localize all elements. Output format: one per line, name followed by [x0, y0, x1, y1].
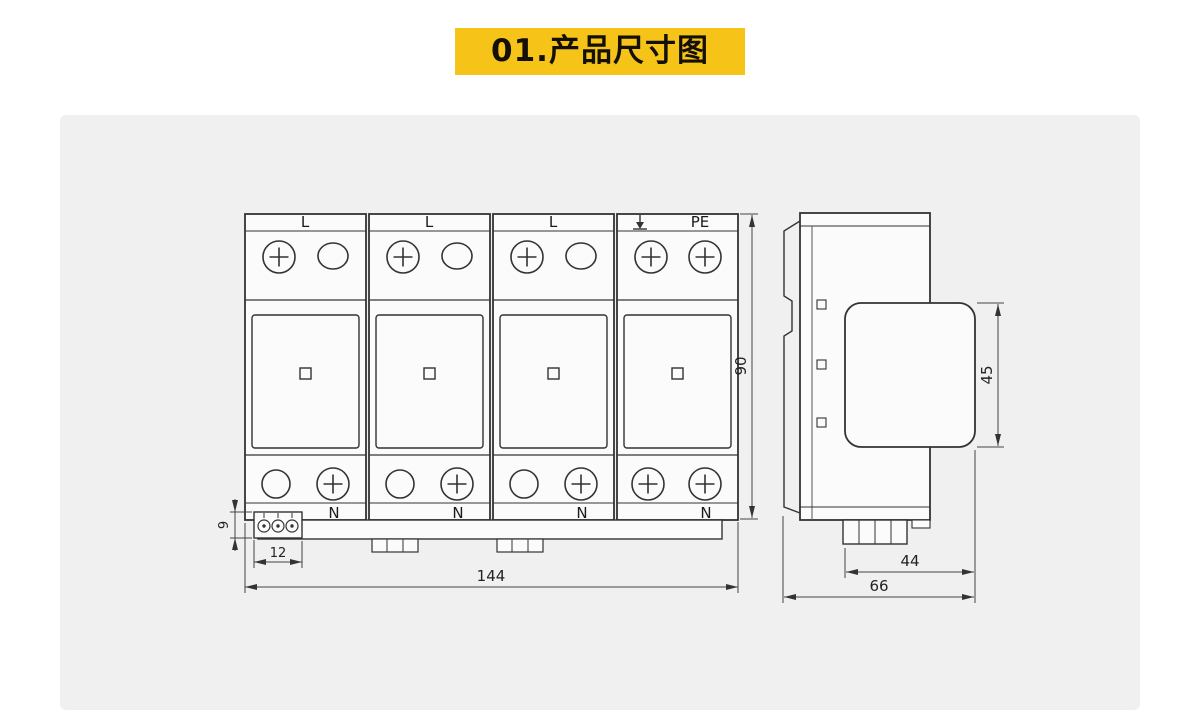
dim-label-total-width: 144	[477, 567, 506, 585]
side-foot	[911, 519, 931, 529]
dim-label-terminal-height: 9	[217, 521, 232, 529]
wire-port	[317, 242, 349, 270]
terminal-label-n2: N	[452, 504, 463, 522]
din-clip	[371, 538, 419, 553]
screw-terminal-icon	[386, 240, 420, 274]
module-face	[375, 314, 484, 449]
terminal-label-l3: L	[549, 213, 558, 231]
wire-port	[509, 469, 539, 499]
base-strip	[257, 519, 723, 540]
dim-module-height: 45	[977, 302, 1004, 448]
plug-module-profile	[844, 302, 976, 448]
wire-port	[565, 242, 597, 270]
aux-port	[257, 519, 271, 533]
section-banner: 01.产品尺寸图	[455, 28, 745, 75]
front-view: L N L N	[244, 213, 739, 553]
screw-terminal-icon	[634, 240, 668, 274]
dim-total-width: 144	[244, 522, 739, 593]
screw-terminal-icon	[688, 240, 722, 274]
dim-module-depth: 44	[844, 450, 976, 603]
din-rail-flange	[783, 220, 801, 514]
wire-port	[261, 469, 291, 499]
module-4-pe: PE N	[616, 213, 739, 522]
side-detail-square	[816, 417, 827, 428]
dim-total-depth: 66	[782, 516, 974, 603]
screw-terminal-icon	[688, 467, 722, 501]
dimensions-front: 144 90 9 12	[217, 213, 758, 593]
dim-label-module-height: 45	[978, 365, 996, 384]
terminal-label-l1: L	[301, 213, 310, 231]
terminal-label-n1: N	[328, 504, 339, 522]
terminal-label-n4: N	[700, 504, 711, 522]
wire-port	[385, 469, 415, 499]
module-3: L N	[492, 213, 615, 522]
module-face	[623, 314, 732, 449]
screw-terminal-icon	[262, 240, 296, 274]
dim-label-total-height: 90	[732, 356, 750, 375]
section-title: 01.产品尺寸图	[491, 33, 709, 69]
din-clip	[496, 538, 544, 553]
screw-terminal-icon	[510, 240, 544, 274]
status-window	[547, 367, 560, 380]
side-detail-square	[816, 299, 827, 310]
module-2: L N	[368, 213, 491, 522]
terminal-label-pe: PE	[691, 213, 710, 231]
aux-port	[271, 519, 285, 533]
terminal-label-n3: N	[576, 504, 587, 522]
module-face	[251, 314, 360, 449]
status-window	[671, 367, 684, 380]
screw-terminal-icon	[564, 467, 598, 501]
dim-total-height: 90	[732, 213, 758, 520]
dim-terminal-width: 12	[253, 540, 303, 568]
terminal-label-l2: L	[425, 213, 434, 231]
dim-terminal-height: 9	[217, 499, 252, 551]
status-window	[423, 367, 436, 380]
dim-label-module-depth: 44	[900, 552, 919, 570]
wire-port	[441, 242, 473, 270]
side-view	[783, 212, 976, 545]
mounting-base	[253, 511, 723, 553]
module-face	[499, 314, 608, 449]
dimensions-side: 45 44 66	[782, 302, 1004, 603]
aux-port	[285, 519, 299, 533]
status-window	[299, 367, 312, 380]
screw-terminal-icon	[631, 467, 665, 501]
dim-label-terminal-width: 12	[270, 546, 287, 561]
ground-arrow-icon	[633, 215, 647, 230]
side-detail-square	[816, 359, 827, 370]
module-1: L N	[244, 213, 367, 522]
screw-terminal-icon	[316, 467, 350, 501]
screw-terminal-icon	[440, 467, 474, 501]
dim-label-total-depth: 66	[869, 577, 888, 595]
